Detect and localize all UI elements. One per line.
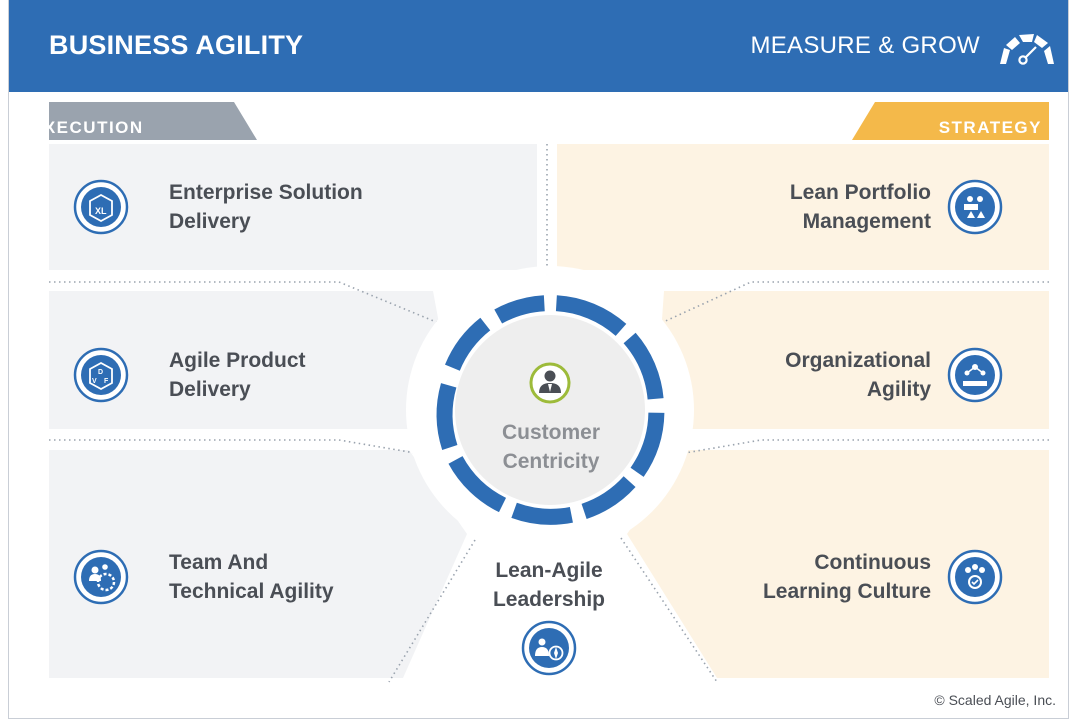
execution-panel-2 <box>49 291 441 429</box>
portfolio-icon <box>947 179 1003 235</box>
dvf-cube-icon: D V F <box>73 347 129 403</box>
item-line1: Continuous <box>814 551 931 574</box>
diagram-background: XL D V F <box>49 102 1049 683</box>
strategy-panel-3 <box>627 450 1049 678</box>
execution-tab <box>49 102 257 140</box>
item-line2: Delivery <box>169 378 251 401</box>
header-bar: BUSINESS AGILITY MEASURE & GROW <box>9 0 1068 92</box>
item-line1: Lean Portfolio <box>789 181 931 204</box>
learning-group-icon <box>947 549 1003 605</box>
team-gear-icon <box>73 549 129 605</box>
execution-panel-3 <box>49 450 467 678</box>
leadership-line1: Lean-Agile <box>495 559 603 582</box>
leadership-compass-icon <box>521 620 577 676</box>
execution-item-agile-product-delivery: Agile Product Delivery <box>169 346 489 406</box>
item-line2: Technical Agility <box>169 580 334 603</box>
svg-text:V: V <box>92 378 97 385</box>
org-network-icon <box>947 347 1003 403</box>
item-line1: Team And <box>169 551 269 574</box>
item-line1: Agile Product <box>169 349 306 372</box>
strategy-label: STRATEGY <box>938 118 1042 137</box>
item-line1: Enterprise Solution <box>169 181 363 204</box>
item-line2: Delivery <box>169 210 251 233</box>
execution-item-enterprise-solution-delivery: Enterprise Solution Delivery <box>169 178 489 238</box>
gauge-icon <box>1000 34 1054 65</box>
center-fill <box>455 315 645 505</box>
customer-centricity-label: Customer Centricity <box>461 418 641 476</box>
svg-text:F: F <box>104 378 109 385</box>
svg-text:D: D <box>98 369 103 376</box>
strategy-item-lean-portfolio-management: Lean Portfolio Management <box>609 178 931 238</box>
item-line1: Organizational <box>785 349 931 372</box>
leadership-line2: Leadership <box>492 588 606 611</box>
strategy-tab <box>852 102 1049 140</box>
center-line1: Customer <box>501 421 601 444</box>
strategy-item-continuous-learning-culture: Continuous Learning Culture <box>609 548 931 608</box>
execution-item-team-technical-agility: Team And Technical Agility <box>169 548 489 608</box>
center-line2: Centricity <box>502 450 600 473</box>
copyright-text: © Scaled Agile, Inc. <box>934 692 1056 708</box>
dotted-separators <box>49 144 1049 683</box>
lean-agile-leadership-label: Lean-Agile Leadership <box>459 556 639 614</box>
strategy-panel-2 <box>660 291 1049 429</box>
xl-cube-icon: XL <box>73 179 129 235</box>
business-agility-diagram: BUSINESS AGILITY MEASURE & GROW <box>8 0 1069 719</box>
header-subtitle: MEASURE & GROW <box>750 32 980 59</box>
strategy-panel-1 <box>557 144 1049 270</box>
strategy-item-organizational-agility: Organizational Agility <box>609 346 931 406</box>
header-title: BUSINESS AGILITY <box>49 30 304 60</box>
item-line2: Agility <box>866 378 931 401</box>
center-ring-segments <box>436 295 665 525</box>
execution-panel-1 <box>49 144 537 270</box>
item-line2: Learning Culture <box>762 580 931 603</box>
diagram-area: XL D V F <box>9 92 1068 718</box>
customer-person-icon <box>529 362 571 404</box>
execution-label: EXECUTION <box>31 118 144 137</box>
svg-text:XL: XL <box>95 206 107 216</box>
item-line2: Management <box>802 210 931 233</box>
